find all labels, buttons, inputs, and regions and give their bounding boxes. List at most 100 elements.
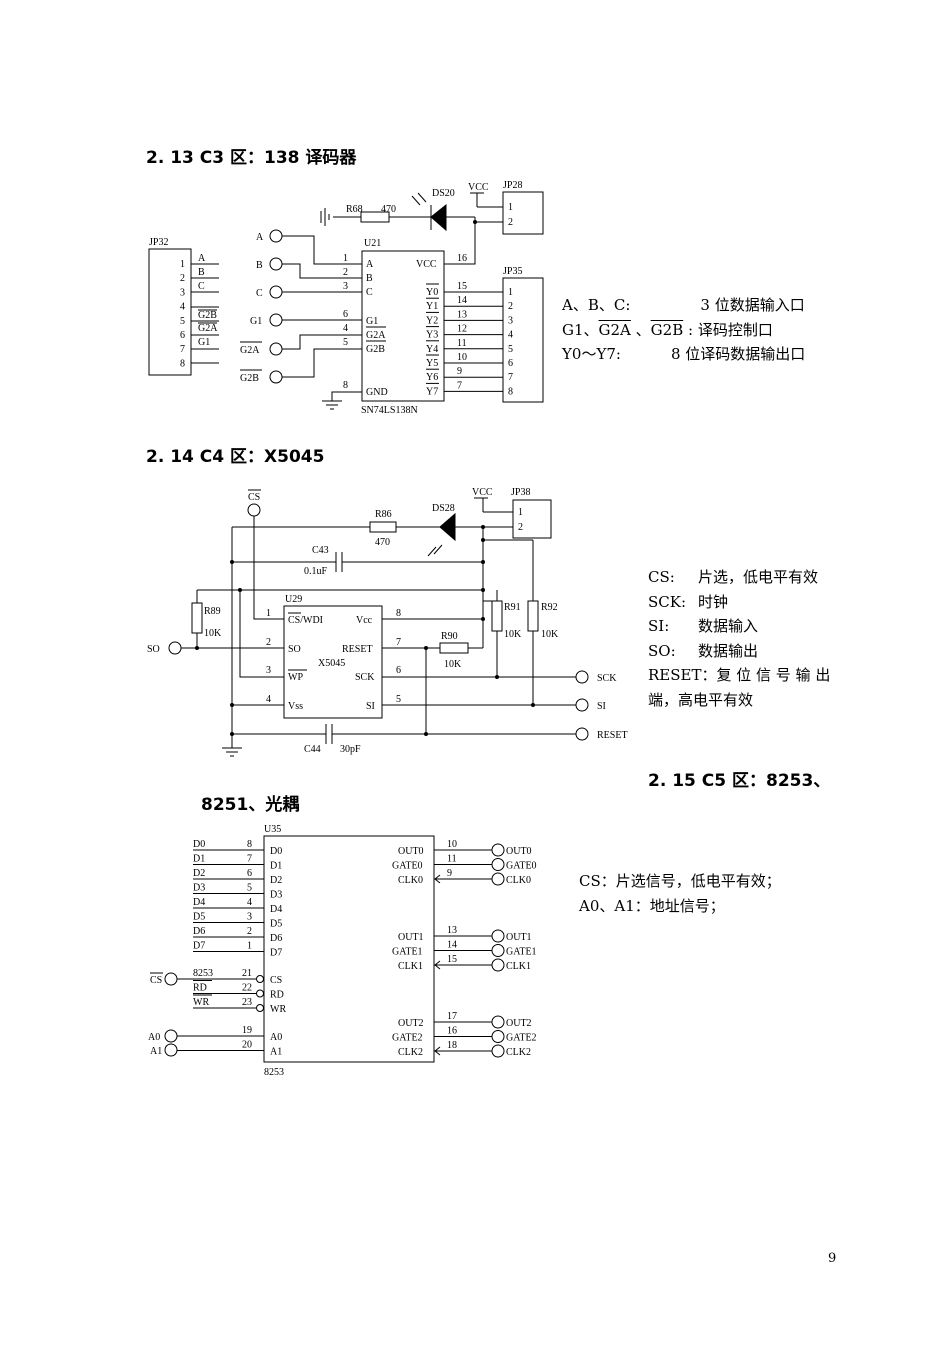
- c5-terminal-label-clk1: CLK1: [506, 961, 531, 972]
- u29-pinnum-7: 7: [396, 637, 401, 648]
- c5-pin-gate2: GATE2: [392, 1033, 423, 1044]
- c5-ctrl-line-2: WR: [193, 997, 209, 1008]
- c4-desc-row: SI: 数据输入: [648, 614, 830, 639]
- u29-pinnum-8: 8: [396, 608, 401, 619]
- u35-part: 8253: [264, 1067, 284, 1078]
- c3-desc-outputs-value: 8 位译码数据输出口: [670, 345, 806, 363]
- jp32-label-g2b: G2B: [198, 310, 217, 321]
- u29-pin-vcc: Vcc: [356, 615, 373, 626]
- jp38-pin-1: 1: [518, 507, 523, 518]
- c4-sck-label: SCK: [597, 673, 617, 684]
- jp32-label: JP32: [149, 237, 168, 248]
- input-c-label: C: [256, 288, 263, 299]
- c4-desc-value: 时钟: [698, 592, 729, 611]
- c43-label: C43: [312, 545, 329, 556]
- c5-pin-d0: D0: [270, 846, 282, 857]
- jp32-pin-6: 6: [180, 330, 185, 341]
- c5-terminal-label-clk2: CLK2: [506, 1047, 531, 1058]
- c5-pinnum-clk1: 15: [447, 954, 457, 965]
- u21-pinnum-6: 6: [343, 309, 348, 320]
- jp35-pin-3: 3: [508, 315, 513, 326]
- c5-pinnum-out1: 13: [447, 925, 457, 936]
- c3-desc-inputs-value: 3 位数据输入口: [700, 296, 805, 314]
- u29-pinnum-4: 4: [266, 694, 271, 705]
- c5-pin-out2: OUT2: [398, 1018, 424, 1029]
- c5-pinnum-ctrl-1: 22: [242, 983, 252, 994]
- c4-desc-reset-line1: RESET：复 位 信 号 输 出: [648, 666, 831, 684]
- c5-pin-clk2: CLK2: [398, 1047, 423, 1058]
- jp35-label: JP35: [503, 266, 522, 277]
- jp32-label-c: C: [198, 281, 205, 292]
- u21-output-y2: Y2: [426, 315, 438, 326]
- u21-pin-a: A: [366, 259, 374, 270]
- c4-reset-terminal: [575, 727, 589, 741]
- u21-part-label: SN74LS138N: [361, 405, 418, 416]
- jp28-label: JP28: [503, 180, 522, 191]
- c5-terminal-clk0: [491, 872, 505, 886]
- u29-part: X5045: [318, 658, 345, 669]
- c3-desc-outputs-key: Y0～Y7:: [562, 345, 621, 363]
- c5-data-line-d1: D1: [193, 854, 205, 865]
- jp38-pin-2: 2: [518, 522, 523, 533]
- r92-label: R92: [541, 602, 558, 613]
- u35-label: U35: [264, 824, 281, 835]
- c5-pinnum-d5: 3: [247, 912, 252, 923]
- c5-pin-d7: D7: [270, 948, 282, 959]
- c5-pinnum-d1: 7: [247, 854, 252, 865]
- u21-pinnum-y1: 14: [457, 295, 467, 306]
- r90-value: 10K: [444, 659, 462, 670]
- c5-pinnum-d3: 5: [247, 883, 252, 894]
- u29-pinnum-5: 5: [396, 694, 401, 705]
- c5-a0-label: A0: [148, 1032, 160, 1043]
- input-g1-label: G1: [250, 316, 262, 327]
- c5-a0-terminal: [164, 1029, 178, 1043]
- c5-terminal-out1: [491, 929, 505, 943]
- c4-desc-key: SCK:: [648, 592, 687, 611]
- u21-pinnum-y2: 13: [457, 309, 467, 320]
- c5-terminal-gate0: [491, 858, 505, 871]
- c5-pin-d4: D4: [270, 904, 282, 915]
- c5-data-line-d2: D2: [193, 868, 205, 879]
- u21-pin-g2b: G2B: [366, 344, 385, 355]
- u29-pinnum-6: 6: [396, 665, 401, 676]
- c5-a1-terminal: [164, 1043, 178, 1057]
- c4-si-terminal: [575, 698, 589, 712]
- c4-so-label: SO: [147, 644, 160, 655]
- c5-pin-ctrl-1: RD: [270, 990, 284, 1001]
- u21-pinnum-1: 1: [343, 253, 348, 264]
- c5-data-line-d0: D0: [193, 839, 205, 850]
- c5-description: CS：片选信号，低电平有效； A0、A1：地址信号；: [579, 869, 781, 918]
- jp28-pin-2: 2: [508, 217, 513, 228]
- u29-pin-wp: WP: [288, 672, 303, 683]
- jp35-pin-8: 8: [508, 386, 513, 397]
- u29-pin-reset: RESET: [342, 644, 373, 655]
- c4-vcc-label: VCC: [472, 487, 493, 498]
- c5-cs-label: CS: [150, 975, 162, 986]
- r89-value: 10K: [204, 628, 222, 639]
- c5-terminal-label-out1: OUT1: [506, 932, 532, 943]
- c5-pin-ctrl-0: CS: [270, 975, 282, 986]
- c5-desc-addr: A0、A1：地址信号；: [579, 896, 725, 915]
- c5-terminal-out0: [491, 843, 505, 857]
- section-heading-2-15-part1: 2. 15 C5 区：8253、: [648, 771, 831, 791]
- jp32-label-b: B: [198, 267, 205, 278]
- input-g2a-label: G2A: [240, 345, 260, 356]
- c3-desc-g2a: G2A: [598, 320, 631, 339]
- jp32-pin-2: 2: [180, 273, 185, 284]
- c3-desc-sep: 、: [630, 320, 651, 339]
- c3-desc-g2b: G2B: [650, 320, 684, 339]
- c5-terminal-label-out2: OUT2: [506, 1018, 532, 1029]
- jp35-pin-6: 6: [508, 358, 513, 369]
- jp32-pin-5: 5: [180, 316, 185, 327]
- c5-pinnum-d6: 2: [247, 926, 252, 937]
- c5-terminal-label-gate0: GATE0: [506, 861, 537, 872]
- input-g2b-label: G2B: [240, 373, 259, 384]
- u21-pin-g1: G1: [366, 316, 378, 327]
- u21-output-y4: Y4: [426, 344, 438, 355]
- c4-desc-value: 数据输入: [698, 617, 759, 635]
- c4-desc-key: SI:: [648, 617, 670, 635]
- jp32-label-g1: G1: [198, 337, 210, 348]
- u29-pin-cswdi: CS/WDI: [288, 615, 323, 626]
- c5-terminal-out2: [491, 1015, 505, 1029]
